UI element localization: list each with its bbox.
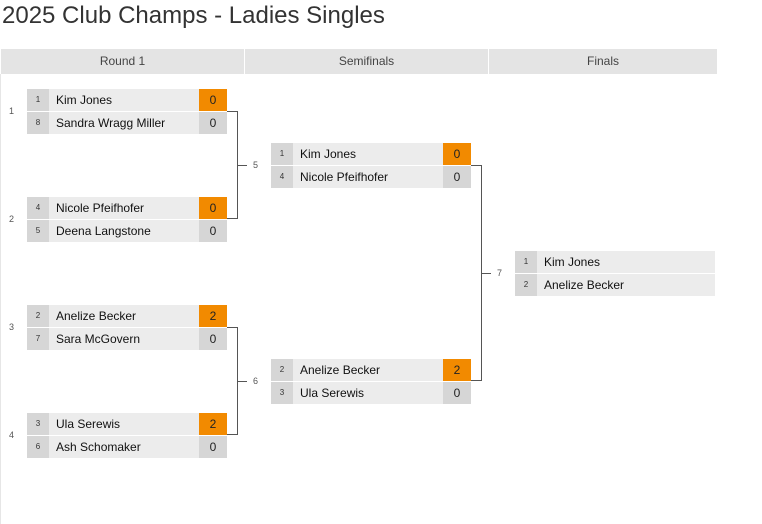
bracket-slot[interactable]: 6 Ash Schomaker 0 xyxy=(27,436,227,458)
bracket-slot[interactable]: 2 Anelize Becker 2 xyxy=(271,359,471,381)
seed-badge: 5 xyxy=(27,220,49,242)
bracket-slot[interactable]: 1 Kim Jones 0 xyxy=(27,89,227,111)
match-number-3: 3 xyxy=(9,322,15,332)
bracket-connector xyxy=(227,111,238,219)
player-name: Anelize Becker xyxy=(544,278,625,292)
match-number-4: 4 xyxy=(9,430,15,440)
score-badge: 0 xyxy=(443,382,471,404)
seed-badge: 3 xyxy=(271,382,293,404)
player-name: Kim Jones xyxy=(56,93,113,107)
score-badge: 0 xyxy=(199,89,227,111)
round-header-round-1: Round 1 xyxy=(1,49,244,74)
match-number-2: 2 xyxy=(9,214,15,224)
seed-badge: 1 xyxy=(515,251,537,273)
bracket-slot[interactable]: 2 Anelize Becker 2 xyxy=(27,305,227,327)
score-badge: 0 xyxy=(199,197,227,219)
player-name: Kim Jones xyxy=(544,255,601,269)
bracket-slot[interactable]: 4 Nicole Pfeifhofer 0 xyxy=(27,197,227,219)
score-badge: 2 xyxy=(199,305,227,327)
seed-badge: 2 xyxy=(271,359,293,381)
bracket-slot[interactable]: 3 Ula Serewis 2 xyxy=(27,413,227,435)
match-number-6: 6 xyxy=(253,376,259,386)
score-badge: 0 xyxy=(199,220,227,242)
match-number-7: 7 xyxy=(497,268,503,278)
bracket-slot[interactable]: 3 Ula Serewis 0 xyxy=(271,382,471,404)
bracket-slot[interactable]: 1 Kim Jones xyxy=(515,251,715,273)
match-number-5: 5 xyxy=(253,160,259,170)
score-badge: 0 xyxy=(443,166,471,188)
score-badge: 0 xyxy=(443,143,471,165)
seed-badge: 3 xyxy=(27,413,49,435)
seed-badge: 1 xyxy=(271,143,293,165)
seed-badge: 4 xyxy=(27,197,49,219)
player-name: Ash Schomaker xyxy=(56,440,141,454)
score-badge: 2 xyxy=(443,359,471,381)
bracket-slot[interactable]: 2 Anelize Becker xyxy=(515,274,715,296)
player-name: Anelize Becker xyxy=(300,363,381,377)
bracket-slot[interactable]: 8 Sandra Wragg Miller 0 xyxy=(27,112,227,134)
seed-badge: 8 xyxy=(27,112,49,134)
page-title: 2025 Club Champs - Ladies Singles xyxy=(2,2,385,29)
player-name: Sandra Wragg Miller xyxy=(56,116,166,130)
seed-badge: 4 xyxy=(271,166,293,188)
round-header-finals: Finals xyxy=(489,49,717,74)
bracket-connector xyxy=(227,327,238,435)
seed-badge: 2 xyxy=(515,274,537,296)
score-badge: 0 xyxy=(199,436,227,458)
match-number-1: 1 xyxy=(9,106,15,116)
bracket-left-border xyxy=(0,74,1,524)
bracket-connector xyxy=(238,381,247,382)
player-name: Deena Langstone xyxy=(56,224,151,238)
player-name: Kim Jones xyxy=(300,147,357,161)
seed-badge: 6 xyxy=(27,436,49,458)
player-name: Ula Serewis xyxy=(56,417,121,431)
player-name: Nicole Pfeifhofer xyxy=(300,170,389,184)
round-header-semifinals: Semifinals xyxy=(245,49,488,74)
score-badge: 2 xyxy=(199,413,227,435)
player-name: Anelize Becker xyxy=(56,309,137,323)
player-name: Sara McGovern xyxy=(56,332,141,346)
score-badge: 0 xyxy=(199,328,227,350)
bracket-connector xyxy=(471,165,482,381)
player-name: Ula Serewis xyxy=(300,386,365,400)
bracket-slot[interactable]: 5 Deena Langstone 0 xyxy=(27,220,227,242)
seed-badge: 1 xyxy=(27,89,49,111)
bracket-connector xyxy=(482,273,491,274)
player-name: Nicole Pfeifhofer xyxy=(56,201,145,215)
score-badge: 0 xyxy=(199,112,227,134)
bracket-slot[interactable]: 7 Sara McGovern 0 xyxy=(27,328,227,350)
bracket-slot[interactable]: 1 Kim Jones 0 xyxy=(271,143,471,165)
seed-badge: 2 xyxy=(27,305,49,327)
seed-badge: 7 xyxy=(27,328,49,350)
bracket-slot[interactable]: 4 Nicole Pfeifhofer 0 xyxy=(271,166,471,188)
bracket-connector xyxy=(238,165,247,166)
